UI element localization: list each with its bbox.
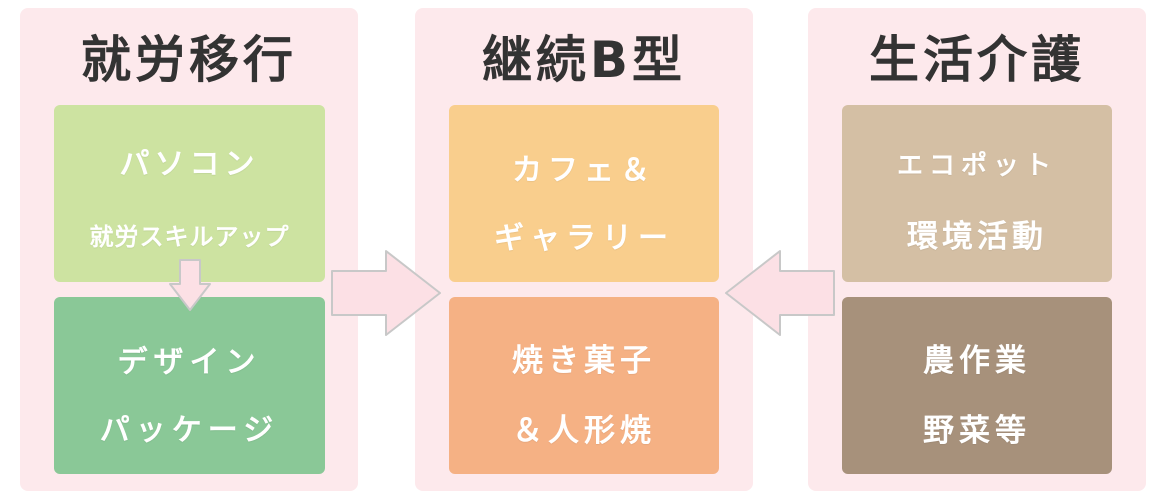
box-pc-skill: パソコン 就労スキルアップ	[54, 105, 325, 282]
left-arrow-icon	[725, 250, 835, 336]
panel-title-shuro-ikou: 就労移行	[81, 31, 297, 89]
box-cafe-gallery-line-1: カフェ＆	[512, 153, 656, 188]
box-design-package: デザイン パッケージ	[54, 297, 325, 474]
panel-title-keizoku-b: 継続B型	[481, 31, 687, 89]
box-design-package-line-2: パッケージ	[99, 413, 280, 448]
box-cafe-gallery-line-2: ギャラリー	[494, 221, 674, 256]
box-cafe-gallery: カフェ＆ ギャラリー	[449, 105, 719, 282]
box-pc-skill-line-1: パソコン	[119, 147, 260, 182]
box-agriculture-vegetables-line-1: 農作業	[923, 343, 1031, 379]
box-ecopot-environment: エコポット 環境活動	[842, 105, 1112, 282]
box-ecopot-environment-line-2: 環境活動	[907, 219, 1047, 255]
panel-title-seikatsu-kaigo: 生活介護	[869, 31, 1085, 89]
box-design-package-line-1: デザイン	[117, 345, 262, 380]
box-sweets-ningyoyaki-line-1: 焼き菓子	[512, 343, 656, 379]
box-sweets-ningyoyaki: 焼き菓子 ＆人形焼	[449, 297, 719, 474]
down-arrow-icon	[169, 259, 211, 311]
box-agriculture-vegetables: 農作業 野菜等	[842, 297, 1112, 474]
right-arrow-icon	[331, 250, 441, 336]
box-agriculture-vegetables-line-2: 野菜等	[923, 413, 1031, 449]
box-ecopot-environment-line-1: エコポット	[896, 151, 1057, 181]
box-sweets-ningyoyaki-line-2: ＆人形焼	[512, 413, 656, 449]
box-pc-skill-line-2: 就労スキルアップ	[89, 223, 290, 251]
